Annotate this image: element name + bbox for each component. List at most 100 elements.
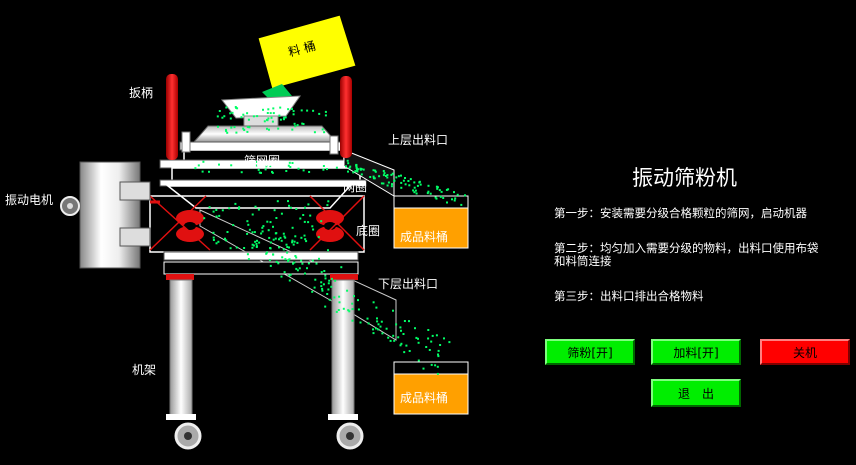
material-particle [342,307,345,310]
material-particle [216,115,219,118]
left-wheel [174,422,202,450]
material-particle [318,257,320,260]
material-particle [312,228,315,231]
material-particle [430,340,433,343]
material-particle [272,238,275,241]
material-particle [387,336,390,339]
material-particle [355,163,358,166]
material-particle [289,166,292,168]
material-particle [333,296,336,299]
material-particle [399,344,402,347]
material-particle [269,241,272,244]
step-2-text: 第二步：均匀加入需要分级的物料，出料口使用布袋和料筒连接 [554,241,819,268]
material-particle [284,258,287,261]
material-particle [288,246,290,249]
material-particle [212,231,215,234]
material-particle [268,236,271,239]
material-particle [266,251,268,254]
material-particle [360,173,363,176]
material-particle [345,165,347,168]
material-particle [347,309,350,312]
material-particle [234,106,237,108]
material-particle [212,236,215,239]
material-particle [374,169,377,172]
material-particle [324,305,327,308]
material-particle [435,197,438,200]
material-particle [269,247,272,250]
material-particle [300,236,303,239]
material-particle [296,269,299,272]
material-particle [285,243,288,246]
material-particle [293,122,296,125]
material-particle [229,112,232,115]
material-particle [254,205,257,208]
material-particle [292,113,295,116]
material-particle [307,203,310,206]
material-particle [294,255,297,257]
material-particle [377,323,380,326]
material-particle [269,112,272,115]
material-particle [267,117,270,120]
exit-button[interactable]: 退 出 [651,379,741,407]
material-particle [238,206,241,209]
material-particle [242,113,245,116]
material-particle [436,372,439,375]
material-particle [437,355,440,358]
material-particle [261,226,264,229]
material-particle [279,106,282,109]
material-particle [427,190,430,193]
sieve-on-button[interactable]: 筛粉[开] [545,339,635,365]
material-particle [385,327,388,330]
material-particle [349,165,352,168]
material-particle [224,237,226,240]
shutdown-button[interactable]: 关机 [760,339,850,365]
material-particle [347,162,350,165]
material-particle [408,350,411,352]
material-particle [283,118,285,121]
material-particle [269,264,272,267]
material-particle [320,271,323,274]
material-particle [380,320,383,323]
material-particle [266,127,268,130]
material-particle [255,164,258,167]
material-particle [391,183,393,186]
material-particle [437,353,439,356]
material-particle [397,336,400,339]
material-particle [252,244,255,247]
material-particle [327,282,330,285]
material-particle [422,367,425,370]
material-particle [327,288,330,291]
material-particle [300,259,303,262]
step-3-text: 第三步：出料口排出合格物料 [554,289,704,303]
material-particle [302,169,305,172]
material-particle [304,206,306,209]
material-particle [303,220,306,223]
right-leg [331,279,355,417]
material-particle [281,256,284,259]
material-particle [427,329,430,331]
material-particle [413,181,416,184]
material-particle [225,106,228,109]
material-particle [302,214,305,216]
material-particle [335,166,338,169]
material-particle [362,168,365,171]
handle-label: 扳柄 [129,86,154,100]
material-particle [284,116,287,119]
material-particle [372,175,375,178]
material-particle [223,115,226,118]
feed-on-button[interactable]: 加料[开] [651,339,741,365]
material-particle [289,206,292,209]
material-particle [429,192,432,195]
material-particle [400,342,403,345]
material-particle [263,120,266,123]
material-particle [212,239,215,241]
material-particle [275,260,278,263]
left-leg [169,279,193,417]
material-particle [320,220,323,223]
material-particle [320,285,323,288]
material-particle [221,209,224,212]
material-particle [301,122,304,125]
material-particle [405,344,408,347]
material-particle [221,116,224,119]
material-particle [261,230,264,233]
